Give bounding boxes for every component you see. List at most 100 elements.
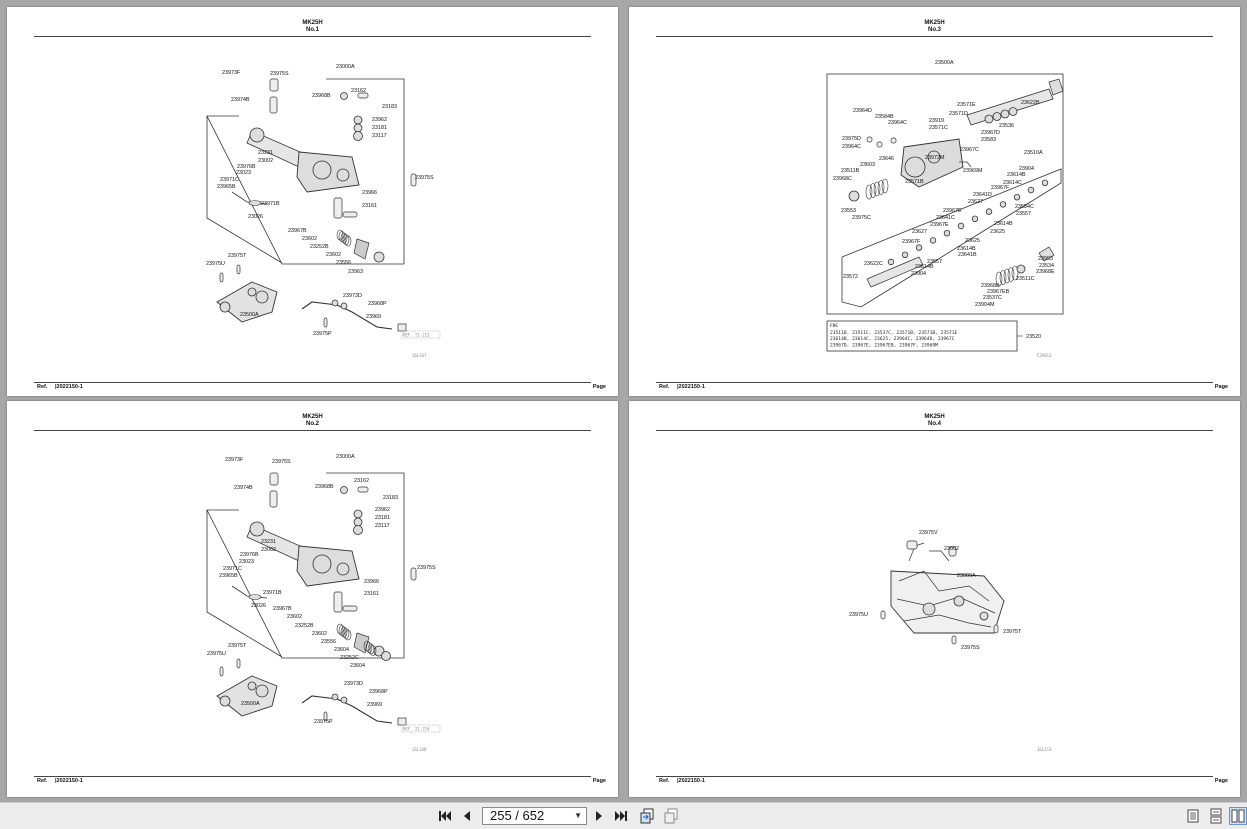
part-shape — [312, 554, 332, 574]
part-shape — [249, 127, 265, 143]
drawing-code: 16L167 — [412, 353, 427, 358]
part-label: 23117 — [375, 523, 390, 529]
part-shape — [927, 150, 941, 164]
part-shape — [219, 301, 231, 313]
spring-coil — [336, 623, 344, 635]
part-label: 23975D — [842, 136, 861, 142]
part-label: 23973D — [344, 681, 363, 687]
part-shape — [312, 160, 332, 180]
part-label: 23536 — [999, 123, 1014, 129]
page-model: MK25H — [924, 414, 945, 420]
page-number-field[interactable]: 255 / 652 ▼ — [482, 807, 587, 825]
header-rule — [34, 430, 591, 431]
connector-shape — [397, 323, 407, 332]
part-shape — [943, 229, 951, 237]
part-label: 23975S — [270, 71, 289, 77]
drawing-stroke — [903, 614, 992, 628]
last-page-icon[interactable] — [612, 807, 630, 825]
part-shape — [255, 684, 269, 698]
part-label: 23967E — [930, 222, 949, 228]
part-label: 23966 — [364, 579, 379, 585]
page-indicator: 255 / 652 — [490, 808, 545, 823]
chevron-down-icon[interactable]: ▼ — [574, 811, 582, 820]
part-label: 23571D — [949, 111, 968, 117]
part-label: 23975C — [852, 215, 871, 221]
part-shape — [410, 173, 417, 187]
boot-fold — [881, 178, 889, 194]
two-page-view-icon[interactable] — [1229, 807, 1247, 825]
part-shape — [848, 190, 860, 202]
prev-page-icon[interactable] — [458, 807, 476, 825]
ref-label: Ref. — [37, 384, 48, 390]
reference-stamp-text: REF. 21-214 — [403, 727, 430, 732]
part-shape — [323, 317, 328, 328]
part-shape — [887, 258, 895, 266]
fnc-line: 23614B, 23614C, 23625, 23964C, 23964D, 2… — [830, 336, 955, 342]
part-label: 23181 — [375, 515, 390, 521]
page-model: MK25H — [924, 20, 945, 26]
drawing-stroke — [841, 168, 1062, 308]
boot-fold — [869, 183, 877, 198]
part-label: 23584C — [1015, 204, 1034, 210]
ref-label: Ref. — [659, 778, 670, 784]
part-shape — [269, 96, 278, 114]
fit-width-icon[interactable] — [662, 807, 680, 825]
part-label: 23625 — [965, 238, 980, 244]
part-label: 23252B — [310, 244, 329, 250]
continuous-view-icon[interactable] — [1207, 807, 1225, 825]
header-rule — [34, 36, 591, 37]
part-label: 23571E — [957, 102, 976, 108]
page-number: No.3 — [927, 27, 941, 33]
boot-fold — [877, 180, 885, 195]
part-label: 23500A — [240, 312, 259, 318]
page-label: Page — [1214, 778, 1228, 784]
part-label: 23553 — [841, 208, 856, 214]
part-label: 23975S — [961, 645, 980, 651]
part-label: 23602 — [287, 614, 302, 620]
spring-coil — [344, 629, 352, 641]
spring-coil — [340, 232, 348, 244]
fnc-part-number: 23520 — [1026, 334, 1041, 340]
part-shape — [353, 509, 363, 519]
fnc-title: FNC — [830, 323, 839, 329]
page-label: Page — [592, 778, 606, 784]
drawing-stroke — [959, 161, 972, 168]
first-page-icon[interactable] — [436, 807, 454, 825]
part-label: 23976B — [240, 552, 259, 558]
single-page-view-icon[interactable] — [1184, 807, 1202, 825]
part-label: 23964C — [842, 144, 861, 150]
part-label: 23976B — [237, 164, 256, 170]
part-label: 23973F — [222, 70, 241, 76]
part-label: 23000A — [957, 573, 976, 579]
part-label: 23252B — [295, 623, 314, 629]
part-label: 23002 — [944, 546, 959, 552]
part-shape — [236, 658, 241, 669]
part-label: 23965B — [219, 573, 238, 579]
part-label: 23974B — [234, 485, 253, 491]
spring-coil — [342, 234, 350, 245]
part-shape — [357, 486, 369, 493]
part-label: 23968B — [315, 484, 334, 490]
page-number: No.2 — [305, 421, 319, 427]
header-rule — [656, 430, 1213, 431]
part-label: 23117 — [372, 133, 387, 139]
part-shape — [904, 156, 926, 178]
part-label: 23627 — [912, 229, 927, 235]
part-label: 23975U — [206, 261, 225, 267]
part-shape — [1041, 179, 1049, 186]
spring-coil — [336, 229, 344, 241]
part-label: 23975P — [314, 719, 333, 725]
part-label: 23602 — [326, 252, 341, 258]
next-page-icon[interactable] — [590, 807, 608, 825]
part-shape — [340, 486, 348, 494]
rod-end-shape — [1048, 78, 1064, 96]
fit-page-icon[interactable] — [638, 807, 656, 825]
part-label: 23622C — [864, 261, 883, 267]
part-label: 23002 — [258, 158, 273, 164]
part-label: 23161 — [362, 203, 377, 209]
part-shape — [929, 237, 937, 244]
spring-coil — [344, 235, 352, 247]
